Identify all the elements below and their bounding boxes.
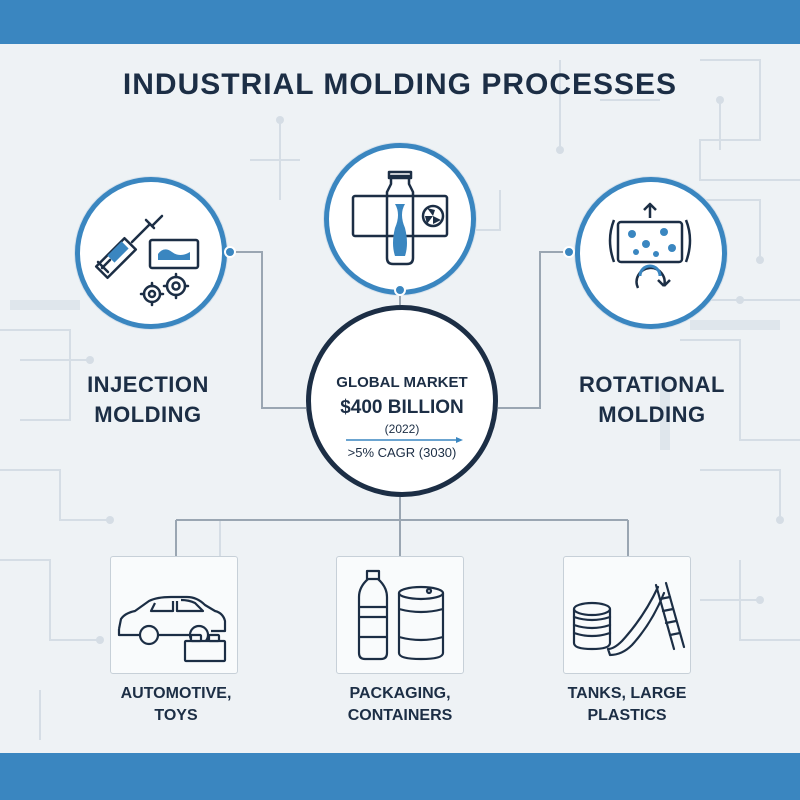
tanks-large-plastics-card: [563, 556, 691, 674]
injection-molding-circle: [75, 177, 227, 329]
rotational-label-line1: ROTATIONAL: [579, 372, 725, 397]
market-label: GLOBAL MARKET: [336, 374, 468, 391]
rotating-mold-icon: [608, 202, 692, 289]
automotive-label-line1: AUTOMOTIVE,: [120, 685, 232, 702]
bottle-and-drum-icon: [357, 569, 445, 661]
market-year: (2022): [384, 422, 420, 436]
packaging-containers-card: [336, 556, 464, 674]
car-and-toy-brick-icon: [117, 595, 227, 663]
syringe-mold-gears-icon: [94, 214, 200, 307]
page-title: INDUSTRIAL MOLDING PROCESSES: [122, 68, 678, 101]
rotational-connector-dot: [563, 246, 575, 258]
bottom-band: [0, 753, 800, 800]
market-value: $400 BILLION: [340, 397, 464, 418]
growth-arrow-icon: [346, 437, 463, 443]
automotive-label-line2: TOYS: [154, 707, 198, 724]
bottle-mold-fan-icon: [351, 170, 449, 266]
rotational-molding-circle: [575, 177, 727, 329]
packaging-containers-label: PACKAGING, CONTAINERS: [300, 683, 500, 727]
tanks-label-line2: PLASTICS: [587, 707, 667, 724]
tanks-label-line1: TANKS, LARGE: [567, 685, 687, 702]
tanks-large-plastics-label: TANKS, LARGE PLASTICS: [527, 683, 727, 727]
rotational-molding-label: ROTATIONAL MOLDING: [562, 370, 742, 430]
blow-molding-circle: [324, 143, 476, 295]
injection-label-line2: MOLDING: [94, 402, 202, 427]
tank-and-slide-icon: [572, 581, 686, 657]
global-market-hub: GLOBAL MARKET $400 BILLION (2022) >5% CA…: [306, 305, 498, 497]
packaging-label-line2: CONTAINERS: [347, 707, 453, 724]
automotive-toys-card: [110, 556, 238, 674]
market-growth: >5% CAGR (3030): [347, 445, 457, 460]
injection-label-line1: INJECTION: [87, 372, 209, 397]
rotational-label-line2: MOLDING: [598, 402, 706, 427]
blow-connector-dot: [394, 284, 406, 296]
automotive-toys-label: AUTOMOTIVE, TOYS: [76, 683, 276, 727]
injection-molding-label: INJECTION MOLDING: [58, 370, 238, 430]
top-band: [0, 0, 800, 44]
injection-connector-dot: [224, 246, 236, 258]
packaging-label-line1: PACKAGING,: [349, 685, 451, 702]
